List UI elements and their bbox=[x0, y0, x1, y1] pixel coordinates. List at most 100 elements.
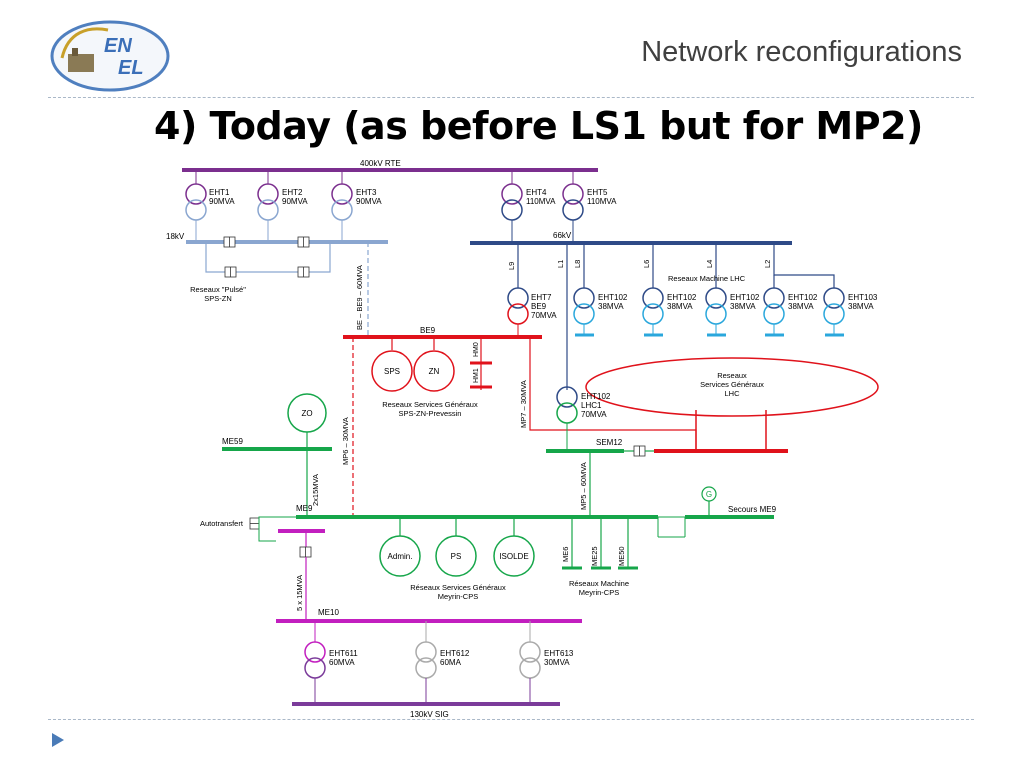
transformer-eht102-b bbox=[642, 287, 664, 337]
eht5-id: EHT5 bbox=[587, 188, 608, 197]
caption-rsg-meyrin-1: Réseaux Services Généraux bbox=[410, 583, 506, 592]
transformer-eht103 bbox=[823, 287, 845, 337]
label-mp6: MP6 – 30MVA bbox=[341, 417, 350, 465]
transformer-eht102-c bbox=[705, 287, 727, 337]
caption-rsg-lhc-2: Services Généraux bbox=[700, 380, 764, 389]
link-mp7 bbox=[529, 337, 697, 451]
label-secours-me9: Secours ME9 bbox=[728, 505, 777, 514]
label-sem12: SEM12 bbox=[596, 438, 623, 447]
logo-text-el: EL bbox=[118, 57, 144, 79]
eht102lhc1-sub: LHC1 bbox=[581, 401, 602, 410]
transformer-eht102-d bbox=[763, 287, 785, 337]
eht4-rating: 110MVA bbox=[526, 197, 556, 206]
label-5x15mva: 5 x 15MVA bbox=[295, 575, 304, 611]
caption-rsg-lhc-3: LHC bbox=[724, 389, 740, 398]
eht613-rating: 30MVA bbox=[544, 658, 570, 667]
label-me6: ME6 bbox=[561, 547, 570, 562]
label-66kv: 66kV bbox=[553, 231, 572, 240]
eht2-id: EHT2 bbox=[282, 188, 303, 197]
slide-heading: 4) Today (as before LS1 but for MP2) bbox=[154, 104, 923, 148]
caption-rsg-sps-2: SPS-ZN-Prevessin bbox=[399, 409, 462, 418]
label-l6: L6 bbox=[642, 260, 651, 268]
slide-header-title: Network reconfigurations bbox=[641, 36, 962, 68]
caption-autotransfert: Autotransfert bbox=[200, 519, 244, 528]
label-me59: ME59 bbox=[222, 437, 243, 446]
eht1-id: EHT1 bbox=[209, 188, 230, 197]
label-isolde: ISOLDE bbox=[499, 552, 528, 561]
label-me10: ME10 bbox=[318, 608, 339, 617]
eht102lhc1-rating: 70MVA bbox=[581, 410, 607, 419]
caption-rsg-meyrin-2: Meyrin-CPS bbox=[438, 592, 478, 601]
label-l9: L9 bbox=[507, 262, 516, 270]
eht7-rating: 70MVA bbox=[531, 311, 557, 320]
transformer-eht611 bbox=[304, 621, 326, 704]
caption-rsg-sps-1: Reseaux Services Généraux bbox=[382, 400, 478, 409]
eht613-id: EHT613 bbox=[544, 649, 574, 658]
label-mp7: MP7 – 30MVA bbox=[519, 380, 528, 428]
footer-divider bbox=[48, 719, 974, 720]
load-zn bbox=[413, 350, 455, 392]
load-sps bbox=[371, 350, 413, 392]
transformer-eht102-lhc1 bbox=[556, 386, 578, 451]
eht611-id: EHT611 bbox=[329, 649, 358, 658]
label-g: G bbox=[706, 490, 712, 499]
eht103-rating: 38MVA bbox=[848, 302, 874, 311]
transformer-eht612 bbox=[415, 621, 437, 704]
label-130kv-sig: 130kV SIG bbox=[410, 710, 449, 719]
caption-rm-meyrin-1: Réseaux Machine bbox=[569, 579, 629, 588]
transformer-eht2 bbox=[257, 170, 279, 242]
eht2-rating: 90MVA bbox=[282, 197, 308, 206]
load-isolde bbox=[493, 535, 535, 577]
eht102c-rating: 38MVA bbox=[730, 302, 756, 311]
caption-rsg-lhc-1: Reseaux bbox=[717, 371, 747, 380]
label-l2: L2 bbox=[763, 260, 772, 268]
eht102lhc1-id: EHT102 bbox=[581, 392, 611, 401]
eht612-id: EHT612 bbox=[440, 649, 470, 658]
rsg-lhc-ellipse bbox=[585, 357, 879, 417]
transformer-eht3 bbox=[331, 170, 353, 242]
eht611-rating: 60MVA bbox=[329, 658, 355, 667]
label-l1: L1 bbox=[556, 260, 565, 268]
eht7-sub: BE9 bbox=[531, 302, 547, 311]
caption-rm-meyrin-2: Meyrin-CPS bbox=[579, 588, 619, 597]
label-me25: ME25 bbox=[590, 546, 599, 566]
label-zn: ZN bbox=[429, 367, 440, 376]
label-zo: ZO bbox=[301, 409, 312, 418]
label-sps: SPS bbox=[384, 367, 400, 376]
label-be9: BE9 bbox=[420, 326, 436, 335]
transformer-eht613 bbox=[519, 621, 541, 704]
transformer-eht5 bbox=[562, 170, 584, 243]
label-me50: ME50 bbox=[617, 546, 626, 566]
header-divider bbox=[48, 97, 974, 98]
label-me9: ME9 bbox=[296, 504, 313, 513]
eht102b-id: EHT102 bbox=[667, 293, 697, 302]
eht4-id: EHT4 bbox=[526, 188, 547, 197]
label-admin: Admin. bbox=[388, 552, 413, 561]
eht5-rating: 110MVA bbox=[587, 197, 617, 206]
label-ps: PS bbox=[451, 552, 462, 561]
eht102a-id: EHT102 bbox=[598, 293, 628, 302]
label-400kv-rte: 400kV RTE bbox=[360, 159, 401, 168]
eht102a-rating: 38MVA bbox=[598, 302, 624, 311]
label-18kv: 18kV bbox=[166, 232, 185, 241]
logo-text-en: EN bbox=[104, 35, 132, 57]
eht102b-rating: 38MVA bbox=[667, 302, 693, 311]
next-slide-arrow-icon[interactable] bbox=[50, 731, 66, 754]
caption-lhc-machine: Reseaux Machine LHC bbox=[668, 274, 746, 283]
label-hm1: HM1 bbox=[473, 368, 480, 383]
load-admin bbox=[379, 535, 421, 577]
eht612-rating: 60MA bbox=[440, 658, 462, 667]
caption-pulse-1: Reseaux "Pulsé" bbox=[190, 285, 246, 294]
caption-pulse-2: SPS-ZN bbox=[204, 294, 232, 303]
eht102d-rating: 38MVA bbox=[788, 302, 814, 311]
label-mp5: MP5 – 60MVA bbox=[579, 462, 588, 510]
transformer-eht102-a bbox=[573, 287, 595, 337]
eht103-id: EHT103 bbox=[848, 293, 878, 302]
label-be-be9: BE – BE9 – 60MVA bbox=[355, 265, 364, 330]
eht102d-id: EHT102 bbox=[788, 293, 818, 302]
pulse-loop bbox=[205, 242, 331, 273]
eht7-id: EHT7 bbox=[531, 293, 552, 302]
label-l8: L8 bbox=[573, 260, 582, 268]
eht102c-id: EHT102 bbox=[730, 293, 760, 302]
